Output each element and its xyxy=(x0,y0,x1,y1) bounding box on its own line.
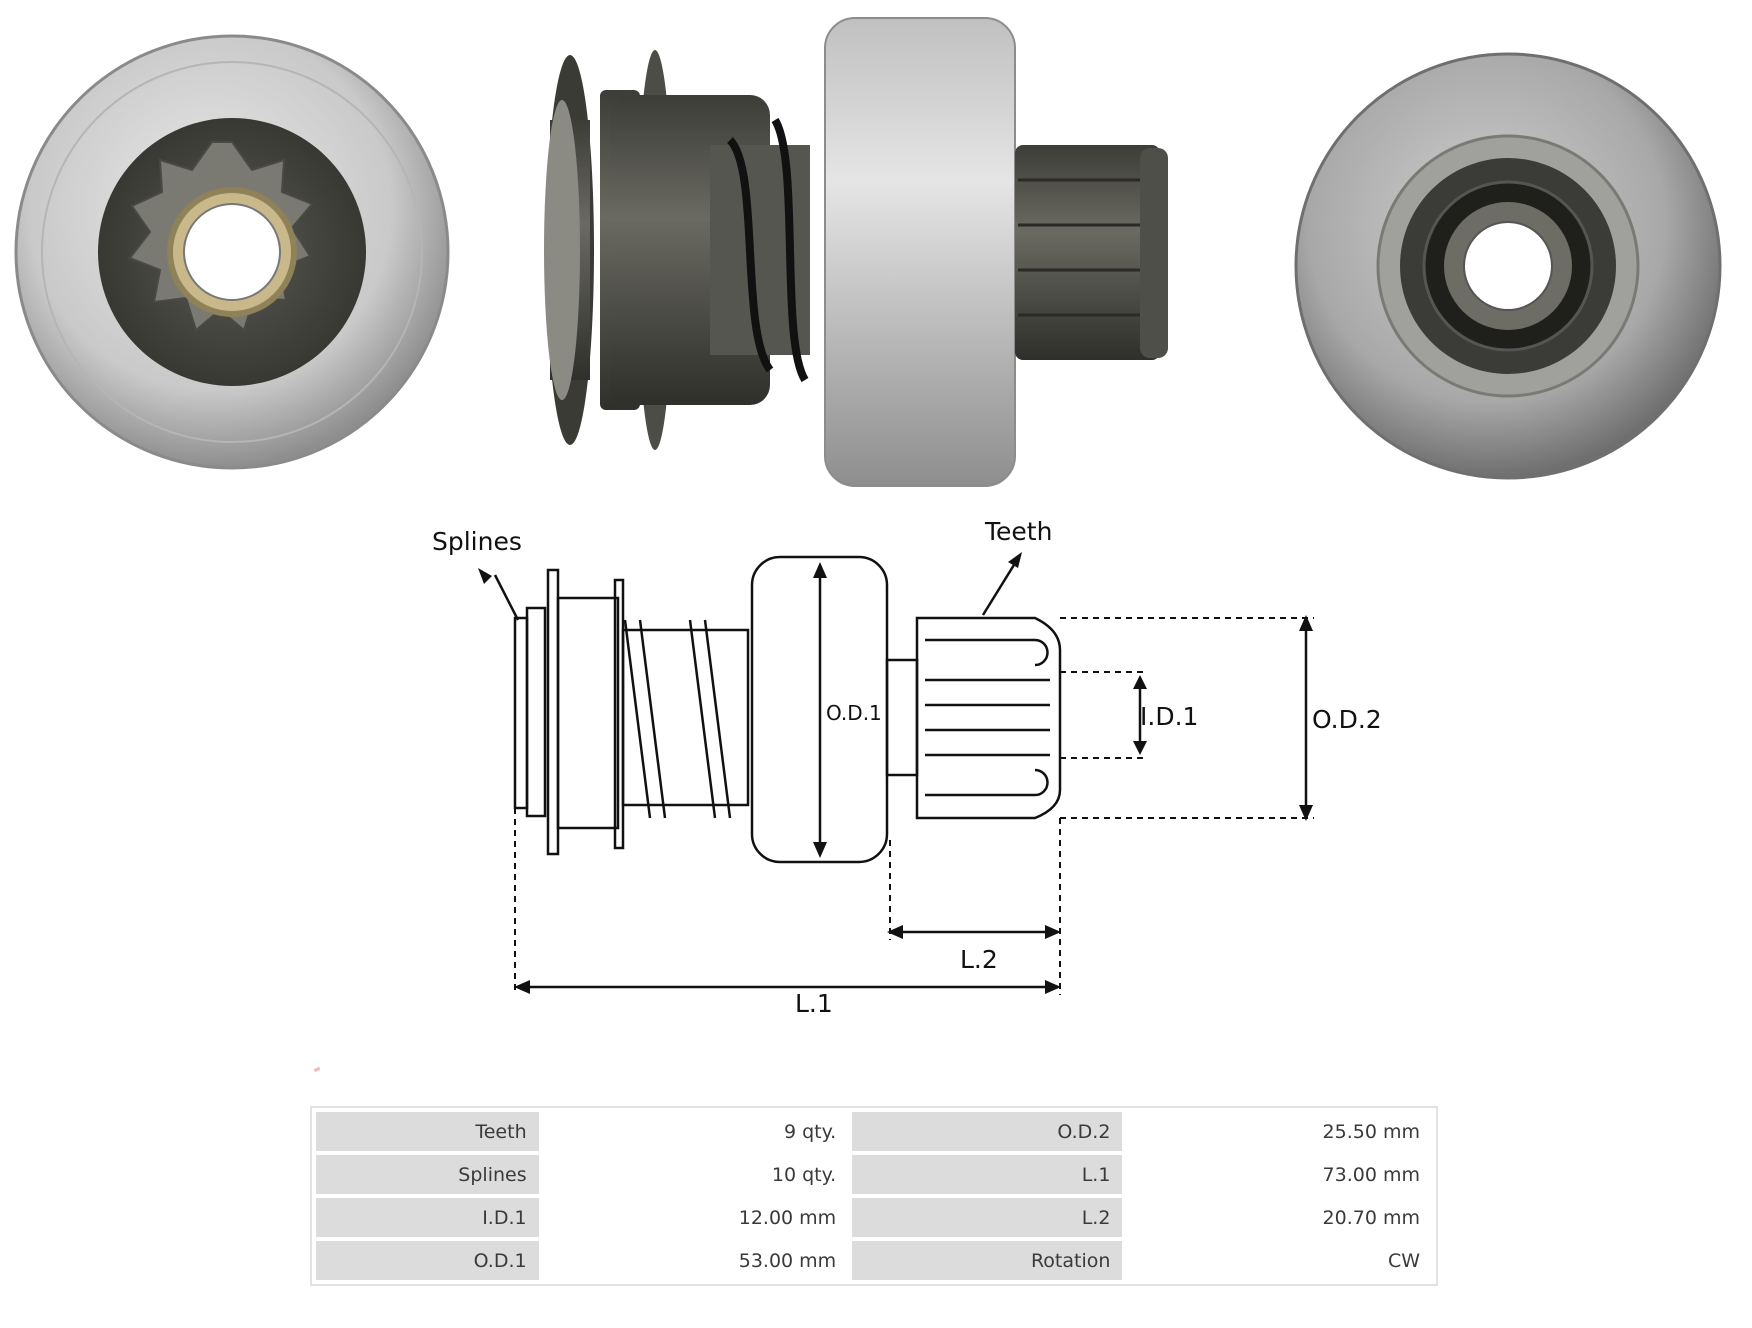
spec-key: Teeth xyxy=(316,1112,539,1151)
spec-value: 73.00 mm xyxy=(1126,1155,1432,1194)
spec-key: O.D.1 xyxy=(316,1241,539,1280)
spec-value: CW xyxy=(1126,1241,1432,1280)
spec-value: 9 qty. xyxy=(542,1112,849,1151)
splines-label: Splines xyxy=(432,527,522,556)
front-view-photo xyxy=(14,34,450,470)
table-row: Splines 10 qty. L.1 73.00 mm xyxy=(316,1155,1432,1194)
spec-table: Teeth 9 qty. O.D.2 25.50 mm Splines 10 q… xyxy=(310,1106,1438,1286)
table-row: I.D.1 12.00 mm L.2 20.70 mm xyxy=(316,1198,1432,1237)
l2-label: L.2 xyxy=(960,945,998,974)
stray-mark xyxy=(313,1066,321,1073)
spec-key: O.D.2 xyxy=(852,1112,1123,1151)
id1-label: I.D.1 xyxy=(1140,702,1198,731)
spec-key: Splines xyxy=(316,1155,539,1194)
spec-key: L.1 xyxy=(852,1155,1123,1194)
spec-key: I.D.1 xyxy=(316,1198,539,1237)
spec-value: 12.00 mm xyxy=(542,1198,849,1237)
l1-label: L.1 xyxy=(795,989,833,1018)
spec-value: 20.70 mm xyxy=(1126,1198,1432,1237)
spec-value: 25.50 mm xyxy=(1126,1112,1432,1151)
side-view-photo xyxy=(544,17,1168,487)
od2-label: O.D.2 xyxy=(1312,705,1382,734)
od1-label: O.D.1 xyxy=(826,701,882,725)
spec-key: L.2 xyxy=(852,1198,1123,1237)
table-row: O.D.1 53.00 mm Rotation CW xyxy=(316,1241,1432,1280)
rear-view-photo xyxy=(1294,52,1722,480)
spec-value: 53.00 mm xyxy=(542,1241,849,1280)
spec-key: Rotation xyxy=(852,1241,1123,1280)
dimension-drawing: Splines Teeth O.D.1 O.D.2 I.D.1 L.2 L.1 xyxy=(432,517,1382,1018)
table-row: Teeth 9 qty. O.D.2 25.50 mm xyxy=(316,1112,1432,1151)
teeth-label: Teeth xyxy=(984,517,1052,546)
spec-value: 10 qty. xyxy=(542,1155,849,1194)
